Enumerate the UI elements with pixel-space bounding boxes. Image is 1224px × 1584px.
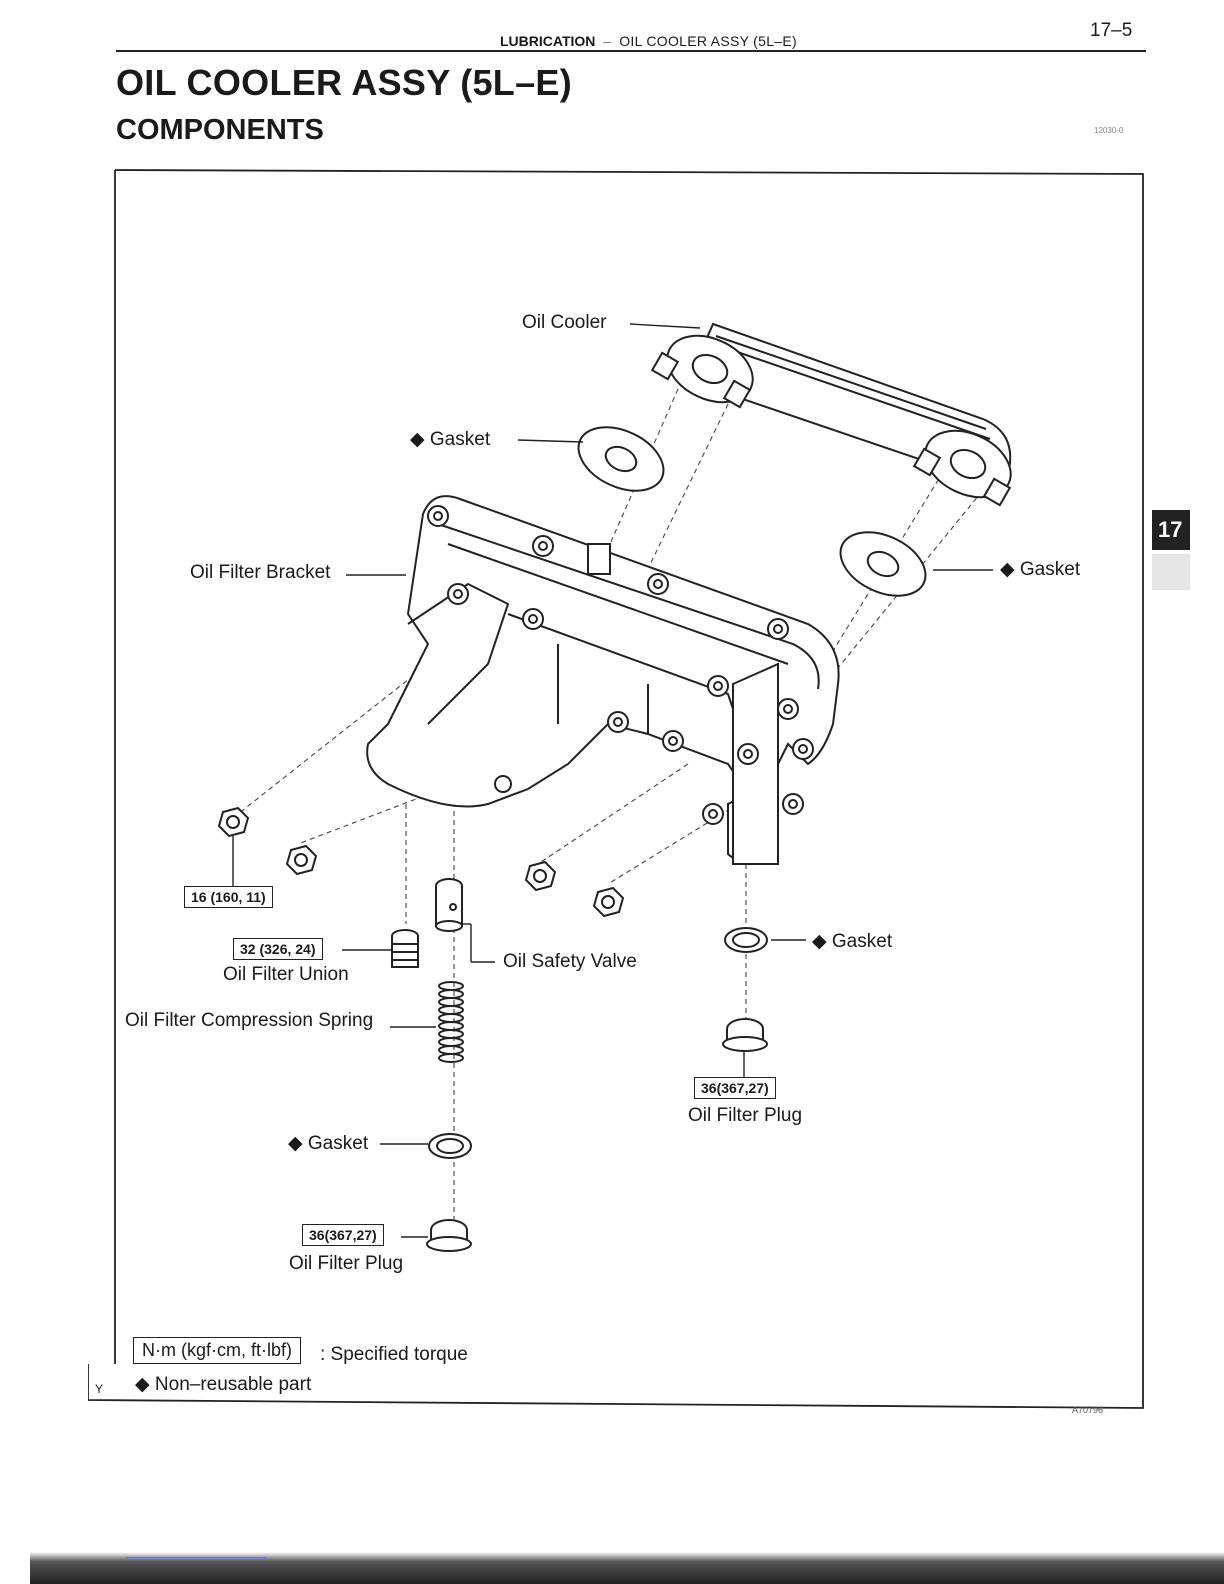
torque-oil-filter-plug-bottom: 36(367,27) [302, 1224, 384, 1246]
running-header-subsection: OIL COOLER ASSY (5L–E) [619, 33, 797, 49]
oil-cooler-drawing [650, 322, 1012, 507]
oil-filter-union-drawing [391, 929, 419, 968]
label-oil-safety-valve: Oil Safety Valve [503, 951, 637, 972]
oil-safety-valve-drawing [435, 878, 463, 932]
scan-link-underline [125, 1557, 267, 1559]
non-reusable-diamond-icon: ◆ [1000, 559, 1015, 580]
label-gasket-right: ◆ Gasket [1000, 558, 1080, 581]
non-reusable-diamond-icon: ◆ [410, 429, 425, 450]
assembly-lines [237, 388, 989, 1234]
label-oil-filter-union: Oil Filter Union [223, 964, 349, 985]
label-gasket-top-text: Gasket [429, 429, 491, 450]
legend-non-reusable: ◆ Non–reusable part [135, 1373, 311, 1396]
running-header: LUBRICATION–OIL COOLER ASSY (5L–E) [500, 33, 797, 49]
oil-filter-plugs-drawing [426, 1018, 768, 1252]
label-gasket-top: ◆ Gasket [410, 428, 490, 451]
figure-id: A70796 [1072, 1405, 1104, 1415]
legend-torque-units: N·m (kgf·cm, ft·lbf) [133, 1337, 301, 1364]
page-number: 17–5 [1090, 20, 1133, 41]
upper-gaskets-drawing [577, 426, 927, 597]
oil-filter-bracket-drawing [366, 495, 840, 865]
diagram-frame [88, 169, 1144, 1409]
torque-oil-filter-union: 32 (326, 24) [233, 938, 323, 960]
label-gasket-lower-left: ◆ Gasket [288, 1132, 368, 1155]
section-heading: COMPONENTS [116, 114, 324, 146]
label-gasket-mid-right-text: Gasket [831, 931, 893, 952]
running-header-separator: – [603, 33, 612, 49]
label-oil-filter-plug-right: Oil Filter Plug [688, 1105, 803, 1126]
label-gasket-right-text: Gasket [1019, 559, 1081, 580]
label-gasket-lower-left-text: Gasket [307, 1133, 369, 1154]
chapter-tab-shadow [1152, 554, 1190, 590]
label-gasket-mid-right: ◆ Gasket [812, 930, 892, 953]
components-diagram [88, 169, 1144, 1409]
compression-spring-drawing [438, 981, 464, 1063]
legend-specified-torque: : Specified torque [320, 1344, 468, 1365]
corner-mark: Y [95, 1382, 104, 1396]
non-reusable-diamond-icon: ◆ [288, 1133, 303, 1154]
chapter-tab[interactable]: 17 [1152, 510, 1190, 550]
non-reusable-diamond-icon: ◆ [812, 931, 827, 952]
page-title: OIL COOLER ASSY (5L–E) [116, 62, 573, 103]
label-oil-filter-plug-bottom: Oil Filter Plug [289, 1253, 404, 1274]
running-header-section: LUBRICATION [500, 33, 596, 49]
torque-bracket-nut: 16 (160, 11) [184, 886, 273, 908]
label-oil-cooler: Oil Cooler [522, 312, 607, 333]
leader-lines [232, 323, 993, 1238]
header-rule [116, 50, 1146, 52]
torque-oil-filter-plug-right: 36(367,27) [694, 1077, 776, 1099]
label-oil-filter-compression-spring: Oil Filter Compression Spring [125, 1010, 374, 1031]
non-reusable-diamond-icon: ◆ [135, 1374, 150, 1395]
reference-code: 12030-0 [1094, 126, 1124, 135]
round-gaskets-drawing [428, 927, 768, 1159]
label-oil-filter-bracket: Oil Filter Bracket [190, 562, 331, 583]
legend-non-reusable-text: Non–reusable part [154, 1374, 312, 1395]
bracket-nuts-drawing [217, 806, 625, 918]
